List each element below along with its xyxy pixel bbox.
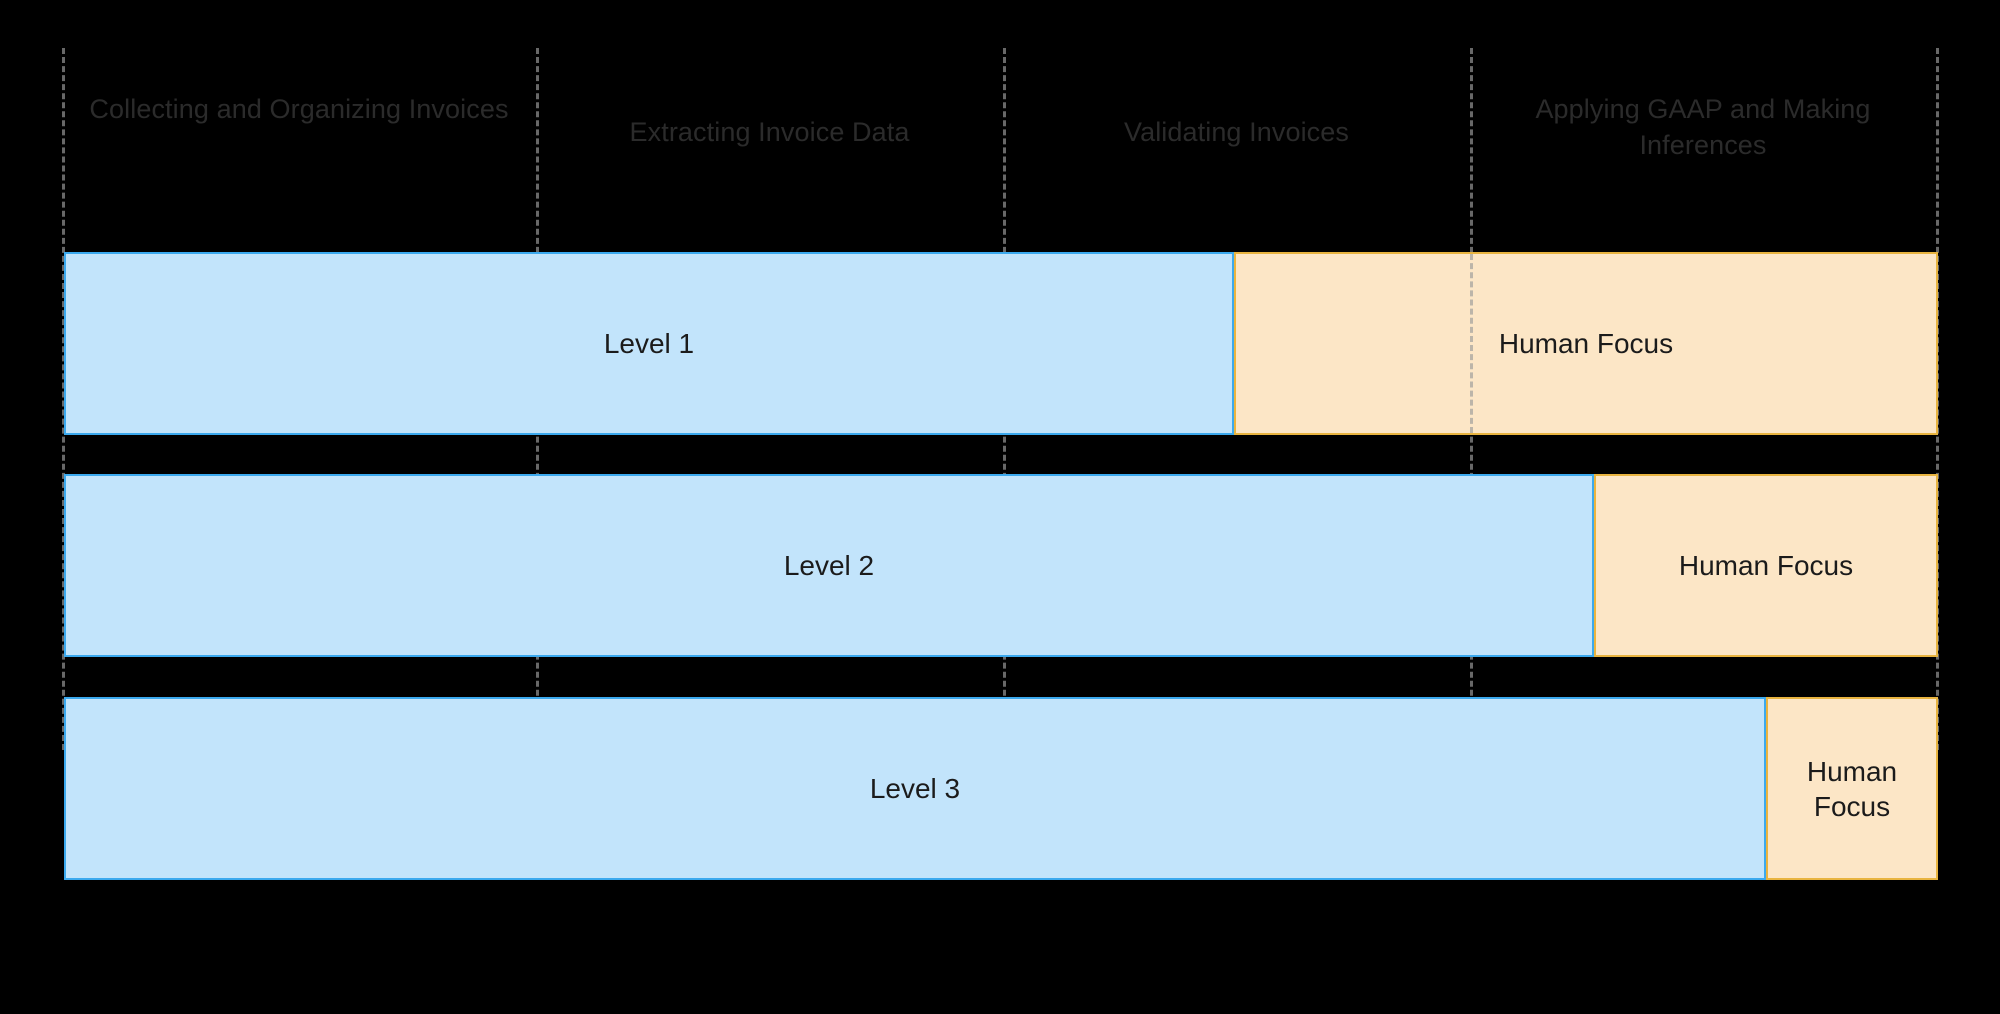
bar-segment-human-focus-level-1[interactable]: Human Focus <box>1234 252 1938 435</box>
bar-label-human-focus-level-1: Human Focus <box>1498 328 1674 359</box>
column-header-extracting-invoice-data: Extracting Invoice Data <box>629 117 910 147</box>
bar-segment-human-focus-level-2[interactable]: Human Focus <box>1594 474 1938 657</box>
bar-label-level-1: Level 1 <box>603 328 695 359</box>
bar-label-human-focus-level-2: Human Focus <box>1678 550 1854 581</box>
bar-segment-human-focus-level-3[interactable]: Human Focus <box>1766 697 1938 880</box>
bar-label-human-focus-level-3: Human Focus <box>1806 755 1898 822</box>
bar-row-level-2: Level 2 Human Focus <box>0 474 2000 657</box>
bar-segment-automated-level-2[interactable]: Level 2 <box>64 474 1594 657</box>
column-header-collecting-organizing-invoices: Collecting and Organizing Invoices <box>89 94 509 124</box>
gridline-x0 <box>62 48 65 750</box>
bar-label-level-3: Level 3 <box>869 773 961 804</box>
bar-row-level-1: Level 1 Human Focus <box>0 252 2000 435</box>
bar-segment-automated-level-1[interactable]: Level 1 <box>64 252 1234 435</box>
column-header-applying-gaap-making-inferences: Applying GAAP and Making Inferences <box>1535 94 1871 160</box>
bar-row-level-3: Level 3 Human Focus <box>0 697 2000 880</box>
bar-label-level-2: Level 2 <box>783 550 875 581</box>
bar-segment-automated-level-3[interactable]: Level 3 <box>64 697 1766 880</box>
column-header-validating-invoices: Validating Invoices <box>1123 117 1350 147</box>
